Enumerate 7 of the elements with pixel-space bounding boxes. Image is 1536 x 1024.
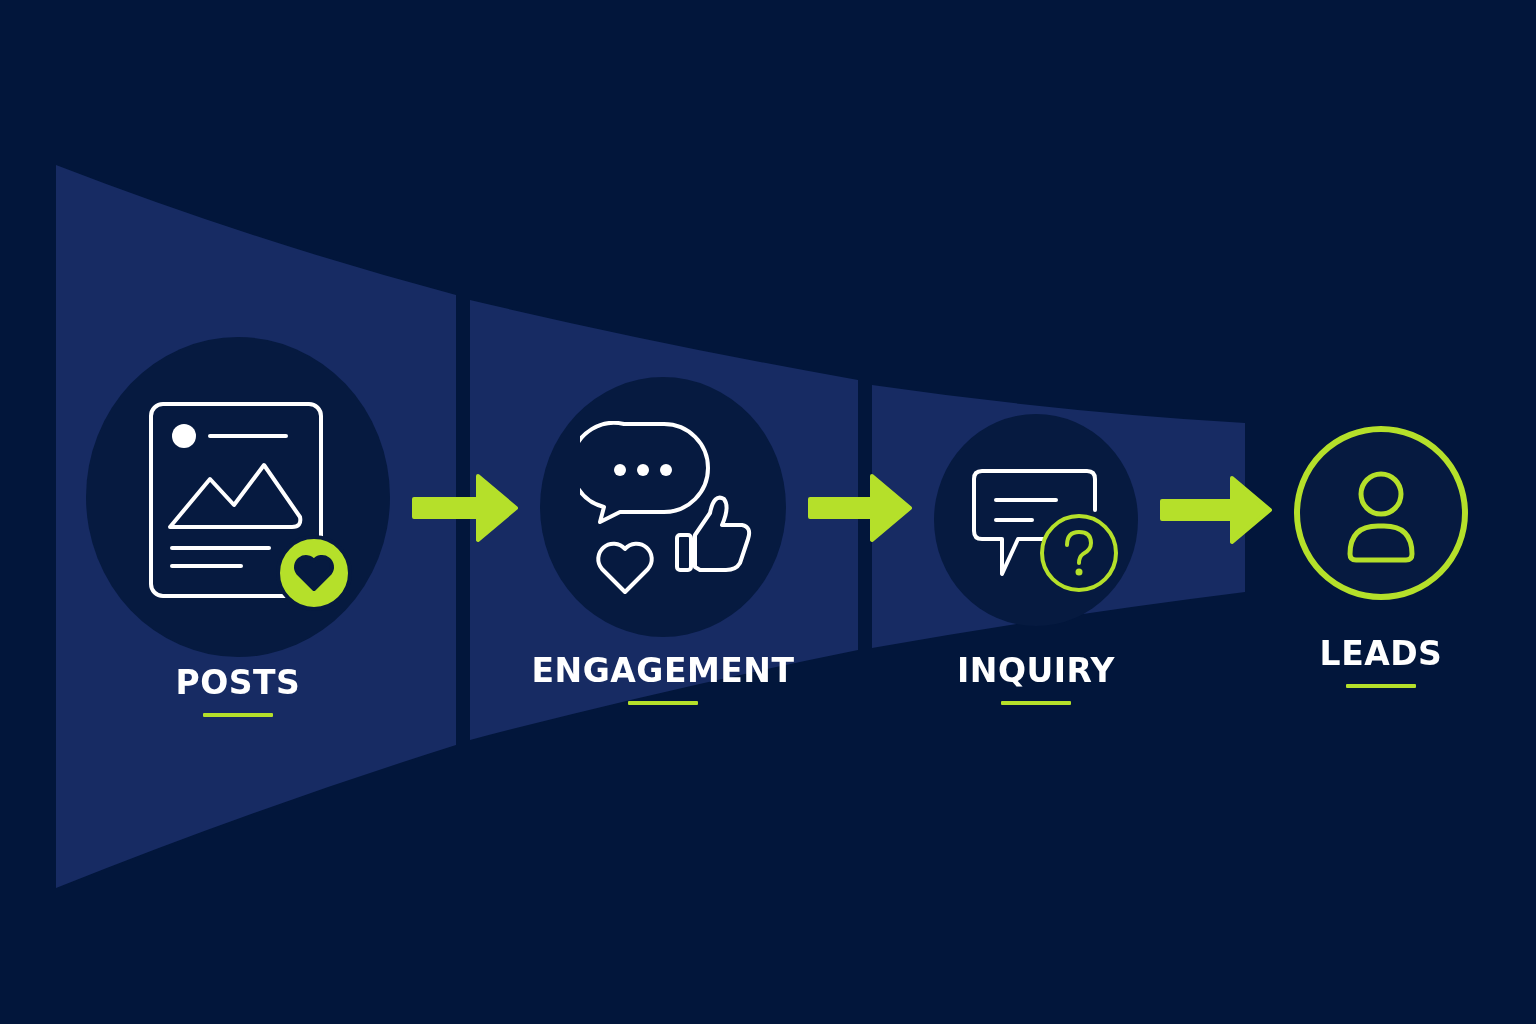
stage-label: POSTS (175, 663, 301, 703)
stage-label: INQUIRY (957, 651, 1115, 691)
stage-label: LEADS (1319, 634, 1443, 674)
arrow (412, 474, 518, 542)
stage-label: ENGAGEMENT (531, 651, 795, 691)
arrow (808, 474, 912, 542)
arrow (1160, 476, 1272, 544)
